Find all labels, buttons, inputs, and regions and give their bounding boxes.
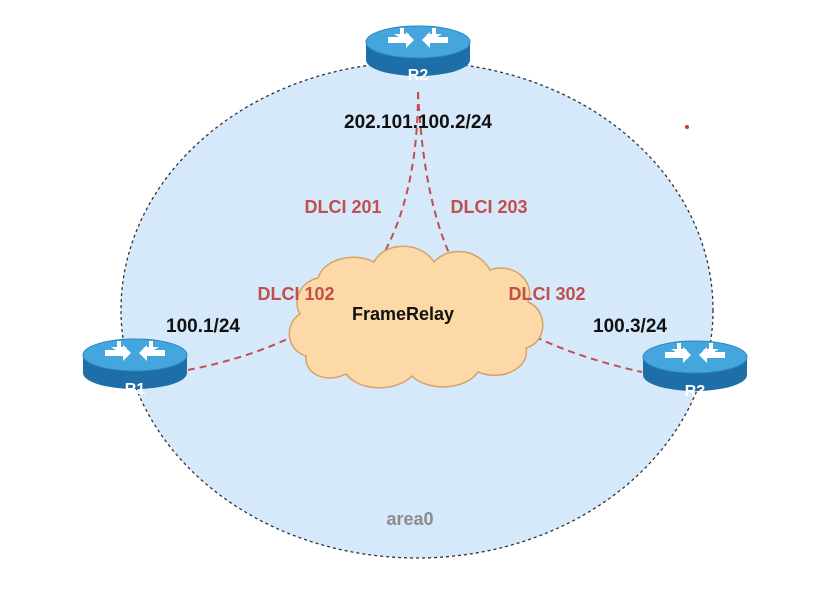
dlci-201-label: DLCI 201 <box>304 197 381 217</box>
area-label: area0 <box>386 509 433 529</box>
frame-relay-label: FrameRelay <box>352 304 454 324</box>
red-dot-marker <box>685 125 689 129</box>
dlci-102-label: DLCI 102 <box>257 284 334 304</box>
dlci-203-label: DLCI 203 <box>450 197 527 217</box>
router-r2-label: R2 <box>408 67 429 84</box>
router-r3-label: R3 <box>685 383 706 400</box>
r2-ip-label: 202.101.100.2/24 <box>344 112 492 133</box>
r3-ip-label: 100.3/24 <box>593 316 667 337</box>
link-r2-r1 <box>187 91 419 371</box>
router-r1-label: R1 <box>125 381 146 398</box>
r1-ip-label: 100.1/24 <box>166 316 240 337</box>
frame-relay-cloud <box>288 245 544 389</box>
dlci-302-label: DLCI 302 <box>508 284 585 304</box>
